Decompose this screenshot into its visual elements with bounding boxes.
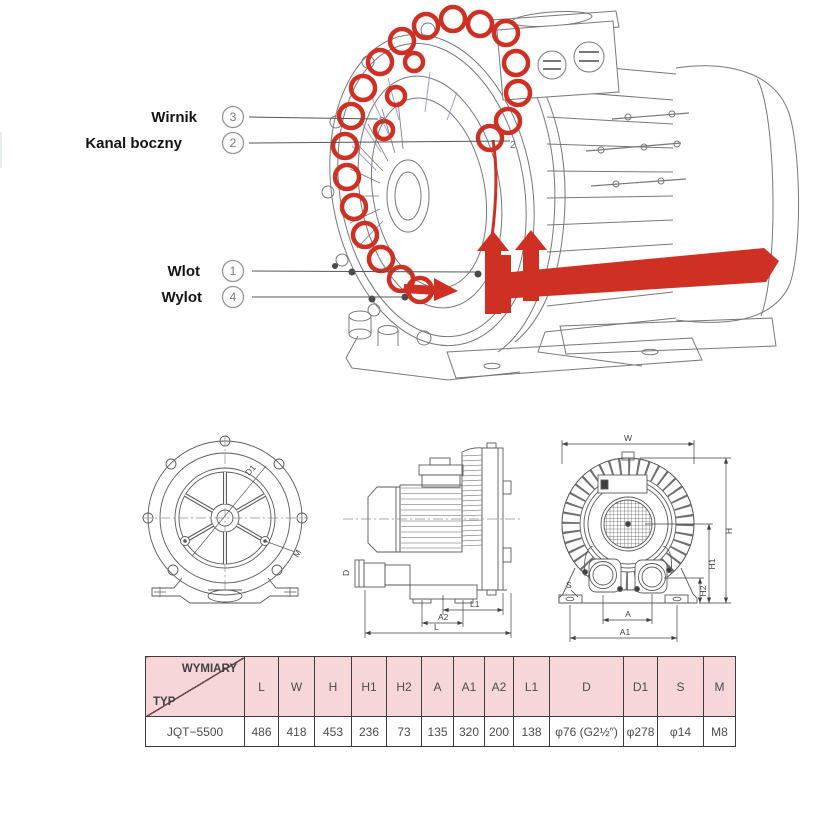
col-header-M: M xyxy=(703,656,736,717)
callout-num-3: 3 xyxy=(230,110,237,124)
table-data-row: JQT−5500 486 418 453 236 73 135 320 200 … xyxy=(145,716,736,747)
part-mark-3: 3 xyxy=(379,115,385,127)
scan-edge-artifact xyxy=(0,132,2,168)
cell-D1: φ278 xyxy=(623,716,658,747)
dim-s: S xyxy=(566,580,572,590)
col-header-W: W xyxy=(278,656,315,717)
cell-W: 418 xyxy=(278,716,315,747)
inlet-arrow xyxy=(434,278,458,301)
airflow-arrows xyxy=(404,230,779,314)
cell-A2: 200 xyxy=(484,716,514,747)
col-header-L1: L1 xyxy=(513,656,550,717)
blower-cutaway-illustration: 3 2 1 4 Wirnik Kanal boczny Wlot Wylot 3… xyxy=(85,4,799,381)
gland-cover-right xyxy=(573,41,605,73)
col-header-A1: A1 xyxy=(453,656,485,717)
table-header-row: WYMIARY TYP L W H H1 H2 A A1 A2 L1 D D1 … xyxy=(145,656,736,717)
cell-D: φ76 (G2½″) xyxy=(549,716,624,747)
rear-view-drawing: W H H1 H2 S A A1 xyxy=(558,433,734,642)
label-wylot: Wylot xyxy=(161,289,202,306)
col-header-H: H xyxy=(314,656,352,717)
cell-typ: JQT−5500 xyxy=(145,716,245,747)
terminal-box xyxy=(491,10,620,101)
table-corner-cell: WYMIARY TYP xyxy=(145,656,245,717)
dim-d: D xyxy=(341,570,351,576)
impeller-spokes xyxy=(180,472,270,564)
up-arrow-left xyxy=(477,231,509,251)
dim-h: H xyxy=(724,528,734,534)
suction-band-arrow xyxy=(501,248,779,299)
impeller-hatch-lines xyxy=(351,71,458,171)
front-view-drawing: D1 M xyxy=(142,435,308,604)
col-header-A: A xyxy=(421,656,454,717)
dim-w: W xyxy=(624,433,632,443)
dim-a1: A1 xyxy=(620,627,631,637)
flange-bolts xyxy=(332,263,482,303)
col-header-H2: H2 xyxy=(386,656,422,717)
dim-l1: L1 xyxy=(470,599,480,609)
dim-a2: A2 xyxy=(438,612,449,622)
cell-A1: 320 xyxy=(453,716,485,747)
corner-label-wymiary: WYMIARY xyxy=(181,663,237,675)
dim-d1: D1 xyxy=(243,462,258,477)
corner-label-typ: TYP xyxy=(153,696,176,708)
col-header-S: S xyxy=(657,656,704,717)
cell-H1: 236 xyxy=(351,716,387,747)
cell-H: 453 xyxy=(314,716,352,747)
callouts: 3 2 1 4 Wirnik Kanal boczny Wlot Wylot 3… xyxy=(85,105,516,309)
col-header-L: L xyxy=(244,656,279,717)
gland-cover-left xyxy=(537,50,567,80)
label-kanal-boczny: Kanal boczny xyxy=(85,135,182,152)
part-mark-2: 2 xyxy=(510,139,516,151)
callout-lines xyxy=(248,116,511,298)
side-view-drawing: L1 A2 L D xyxy=(341,442,523,638)
dim-m: M xyxy=(291,548,303,559)
front-feet xyxy=(151,577,299,604)
dim-l: L xyxy=(434,622,439,632)
col-header-H1: H1 xyxy=(351,656,387,717)
side-dimensions xyxy=(364,590,512,638)
dim-h1: H1 xyxy=(707,558,717,569)
cell-L: 486 xyxy=(244,716,279,747)
cell-H2: 73 xyxy=(386,716,422,747)
airflow-coil xyxy=(330,4,533,305)
up-arrow-right xyxy=(515,230,547,250)
col-header-D: D xyxy=(549,656,624,717)
rear-dimensions xyxy=(561,440,731,642)
cell-A: 135 xyxy=(421,716,454,747)
callout-num-2: 2 xyxy=(230,136,237,150)
label-wirnik: Wirnik xyxy=(151,109,197,126)
col-header-D1: D1 xyxy=(623,656,658,717)
callout-num-4: 4 xyxy=(230,290,237,304)
dimensions-table: WYMIARY TYP L W H H1 H2 A A1 A2 L1 D D1 … xyxy=(145,656,736,747)
col-header-A2: A2 xyxy=(484,656,514,717)
cell-M: M8 xyxy=(703,716,736,747)
cell-S: φ14 xyxy=(657,716,704,747)
label-wlot: Wlot xyxy=(168,263,200,280)
dim-a: A xyxy=(625,609,631,619)
callout-num-1: 1 xyxy=(230,264,237,278)
dim-h2: H2 xyxy=(698,585,708,596)
callout-circles xyxy=(221,105,245,309)
cell-L1: 138 xyxy=(513,716,550,747)
